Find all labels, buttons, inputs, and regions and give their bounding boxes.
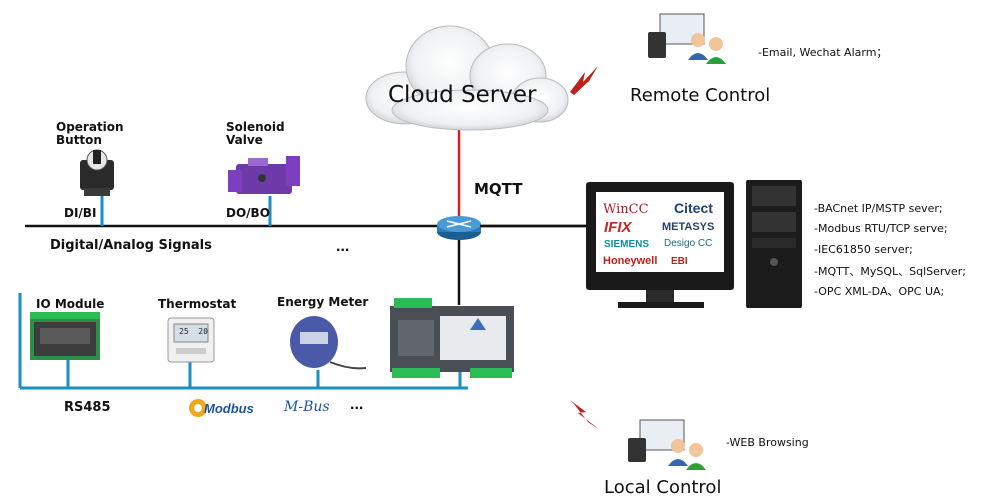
remote-note: -Email, Wechat Alarm； bbox=[758, 46, 888, 59]
feature-modbus: -Modbus RTU/TCP serve; bbox=[814, 222, 948, 235]
thermostat-icon bbox=[167, 317, 215, 363]
operation-button-icon bbox=[80, 149, 114, 196]
solenoid-valve-icon bbox=[228, 156, 300, 194]
brand-honeywell: Honeywell bbox=[603, 255, 658, 267]
controller-device bbox=[390, 298, 514, 378]
local-control-title: Local Control bbox=[604, 477, 722, 498]
do-bo-label: DO/BO bbox=[226, 206, 270, 220]
brand-metasys: METASYS bbox=[662, 221, 715, 233]
modbus-label: Modbus bbox=[204, 401, 254, 416]
thermostat-display: 25 20 bbox=[179, 327, 208, 336]
feature-iec61850: -IEC61850 server; bbox=[814, 243, 913, 256]
feature-mqtt-sql: -MQTT、MySQL、SqlServer; bbox=[814, 265, 966, 278]
digital-bus-ellipsis: ... bbox=[336, 238, 350, 255]
brand-siemens: SIEMENS bbox=[604, 239, 650, 250]
lightning-icon-remote bbox=[570, 66, 598, 95]
brand-ifix: IFIX bbox=[604, 219, 632, 236]
brand-desigo: Desigo CC bbox=[664, 238, 713, 249]
energy-meter-label: Energy Meter bbox=[277, 295, 369, 309]
io-module-icon bbox=[30, 312, 100, 360]
lightning-icon-local bbox=[570, 400, 600, 430]
brand-ebi: EBI bbox=[671, 256, 688, 267]
cloud-shape bbox=[365, 25, 569, 131]
router-icon bbox=[437, 216, 481, 240]
io-module-label: IO Module bbox=[36, 297, 105, 311]
brand-wincc: WinCC bbox=[603, 202, 649, 217]
mqtt-label: MQTT bbox=[474, 180, 523, 198]
digital-analog-label: Digital/Analog Signals bbox=[50, 238, 212, 253]
thermostat-label: Thermostat bbox=[158, 297, 237, 311]
operation-button-label: Operation Button bbox=[56, 120, 124, 147]
brand-citect: Citect bbox=[674, 200, 713, 216]
rs485-label: RS485 bbox=[64, 400, 111, 415]
local-users-icon bbox=[628, 419, 706, 470]
modbus-logo-icon bbox=[189, 399, 207, 417]
mbus-label: M-Bus bbox=[284, 399, 330, 415]
cloud-server-label: Cloud Server bbox=[388, 82, 537, 108]
di-bi-label: DI/BI bbox=[64, 206, 97, 220]
solenoid-valve-label: Solenoid Valve bbox=[226, 120, 285, 147]
remote-users-icon bbox=[648, 13, 726, 64]
energy-meter-icon bbox=[290, 316, 367, 370]
remote-control-title: Remote Control bbox=[630, 85, 771, 106]
rs485-ellipsis: ... bbox=[350, 396, 364, 413]
feature-opc: -OPC XML-DA、OPC UA; bbox=[814, 285, 945, 298]
pc-tower-icon bbox=[746, 180, 802, 308]
monitor-icon bbox=[586, 182, 734, 308]
local-note: -WEB Browsing bbox=[726, 436, 809, 449]
feature-bacnet: -BACnet IP/MSTP sever; bbox=[814, 202, 943, 215]
